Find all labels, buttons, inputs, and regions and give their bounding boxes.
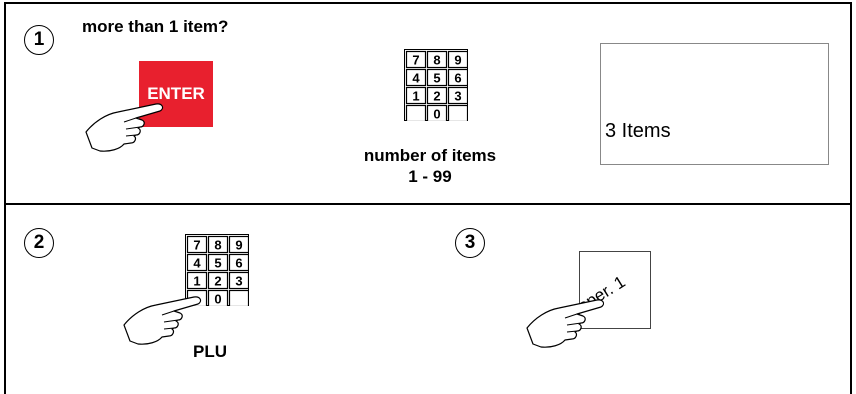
keypad-2-key-label: 2: [214, 274, 221, 289]
keypad-1-key: [405, 104, 427, 121]
step-1-prompt: more than 1 item?: [82, 17, 229, 36]
keypad-1-key: [405, 50, 427, 69]
step-1-caption-line2: 1 - 99: [408, 167, 452, 186]
operator-card: oper. 1: [579, 251, 651, 329]
instruction-frame: [4, 2, 852, 394]
step-2-caption: PLU: [193, 342, 227, 361]
keypad-1-key-label: 0: [433, 107, 440, 122]
keypad-1-key: [426, 104, 448, 121]
keypad-2-key: [207, 289, 229, 306]
keypad-2-key-label: 4: [193, 256, 201, 271]
step-1-caption-line1: number of items: [363, 146, 497, 165]
keypad-2-key: [228, 253, 249, 272]
keypad-2-key: [207, 271, 229, 290]
keypad-2-key-label: 7: [193, 238, 200, 253]
keypad-1-key-label: 2: [433, 89, 440, 104]
keypad-1-key: [447, 68, 468, 87]
keypad-1-key: [426, 50, 448, 69]
keypad-2-key-label: 0: [214, 292, 221, 307]
step-2-number: 2: [24, 228, 54, 258]
pointing-hand-icon: [118, 289, 208, 354]
pointing-hand-icon: [521, 292, 611, 357]
keypad-1-key: [426, 86, 448, 105]
pointing-hand-icon: [80, 96, 170, 161]
keypad-2-key: [228, 235, 249, 254]
keypad-1-key-label: 5: [433, 71, 440, 86]
keypad-2-key: [207, 235, 229, 254]
keypad-1-key-label: 1: [412, 89, 419, 104]
keypad-2-key-label: 3: [235, 274, 242, 289]
keypad-1-key: [447, 50, 468, 69]
keypad-1-key-label: 6: [454, 71, 461, 86]
keypad-2-key: [186, 235, 208, 254]
keypad-2-key: [207, 253, 229, 272]
keypad-2-key: [186, 271, 208, 290]
keypad-2-key-label: 8: [214, 238, 221, 253]
keypad-1-key-label: 9: [454, 53, 461, 68]
keypad-2-key-label: 6: [235, 256, 242, 271]
keypad-1-key-label: 7: [412, 53, 419, 68]
step-1-number: 1: [24, 25, 54, 55]
keypad-1-key: [405, 68, 427, 87]
display-panel: 3 Items: [600, 43, 829, 165]
keypad-1-key-label: 4: [412, 71, 420, 86]
enter-key: ENTER: [139, 61, 213, 127]
keypad-2-key: [228, 271, 249, 290]
keypad-2-key-label: 1: [193, 274, 200, 289]
keypad-2-key-label: 5: [214, 256, 221, 271]
keypad-2-key-label: 9: [235, 238, 242, 253]
display-text: 3 Items: [605, 120, 671, 142]
keypad-1-key: [447, 86, 468, 105]
step-3-number: 3: [455, 228, 485, 258]
keypad-1-key: [447, 104, 468, 121]
keypad-1-key-label: 8: [433, 53, 440, 68]
section-divider: [4, 203, 852, 205]
keypad-2-key: [228, 289, 249, 306]
keypad-1-key: [426, 68, 448, 87]
keypad-2-key: [186, 253, 208, 272]
keypad-1-key-label: 3: [454, 89, 461, 104]
keypad-1-key: [405, 86, 427, 105]
